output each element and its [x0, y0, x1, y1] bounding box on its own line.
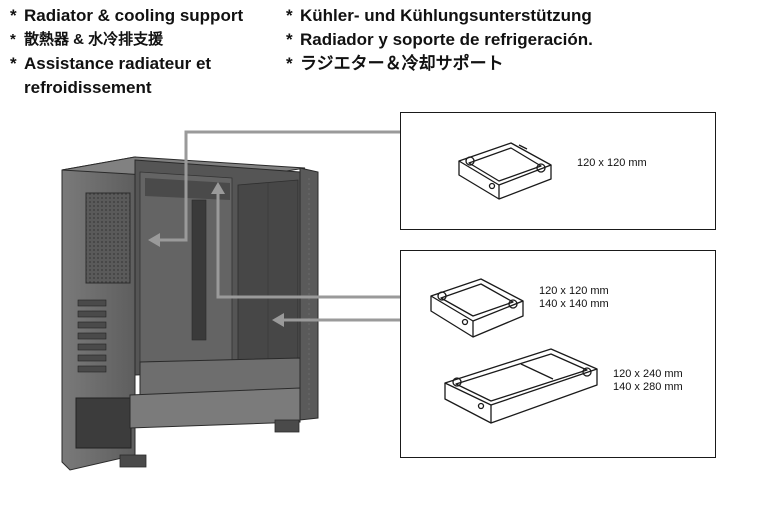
case-left-panel: [61, 156, 136, 471]
psu-bay: [75, 397, 132, 449]
radiator-size-label: 120 x 120 mm: [577, 157, 647, 170]
bullet-star: *: [10, 31, 16, 48]
heading-text: refroidissement: [24, 78, 152, 97]
size-line: 120 x 240 mm: [613, 368, 683, 380]
callout-arrow-top: [157, 130, 400, 242]
heading-item: * ラジエター＆冷却サポート: [286, 52, 593, 76]
bullet-star: *: [286, 6, 293, 25]
radiator-size-label: 120 x 120 mm 140 x 140 mm: [539, 285, 609, 311]
heading-text: Radiator & cooling support: [24, 6, 244, 25]
size-line: 140 x 140 mm: [539, 298, 609, 310]
case-base: [129, 387, 301, 429]
radiator-120-140-drawing: [430, 278, 524, 338]
expansion-slots: [77, 299, 107, 373]
radiator-panel-top: 120 x 120 mm: [400, 112, 716, 230]
callout-arrow-middle: [216, 192, 400, 299]
heading-text: Radiador y soporte de refrigeración.: [300, 30, 593, 49]
heading-item: * Kühler- und Kühlungsunterstützung: [286, 4, 593, 28]
bullet-star: *: [10, 54, 17, 73]
radiator-120-drawing: [458, 142, 552, 200]
heading-item: * Assistance radiateur et: [10, 52, 243, 76]
radiator-240-280-drawing: [444, 348, 598, 424]
heading-text: Assistance radiateur et: [24, 54, 212, 73]
heading-item: * 散熱器 & 水冷排支援: [10, 28, 243, 52]
radiator-drawings: [430, 278, 598, 424]
radiator-size-label: 120 x 240 mm 140 x 280 mm: [613, 368, 683, 394]
heading-text: 散熱器 & 水冷排支援: [24, 31, 164, 48]
bullet-star: *: [286, 30, 293, 49]
heading-list-left: * Radiator & cooling support * 散熱器 & 水冷排支援…: [10, 4, 243, 100]
size-line: 120 x 120 mm: [539, 285, 609, 297]
arrowhead: [211, 182, 225, 194]
arrowhead: [272, 313, 284, 327]
bullet-star: *: [10, 6, 17, 25]
heading-list-right: * Kühler- und Kühlungsunterstützung * Radi…: [286, 4, 593, 76]
heading-item: * Radiator & cooling support: [10, 4, 243, 28]
heading-text: ラジエター＆冷却サポート: [300, 54, 504, 73]
rear-fan-mesh: [85, 192, 131, 284]
heading-text: Kühler- und Kühlungsunterstützung: [300, 6, 592, 25]
size-line: 140 x 280 mm: [613, 381, 683, 393]
size-line: 120 x 120 mm: [577, 157, 647, 169]
case-foot: [274, 419, 300, 433]
bullet-star: *: [286, 54, 293, 73]
radiator-panel-bottom: 120 x 120 mm 140 x 140 mm 120 x 240 mm 1…: [400, 250, 716, 458]
case-foot: [119, 454, 147, 468]
heading-item: * Radiador y soporte de refrigeración.: [286, 28, 593, 52]
heading-item: refroidissement: [10, 76, 243, 100]
arrowhead: [148, 233, 160, 247]
